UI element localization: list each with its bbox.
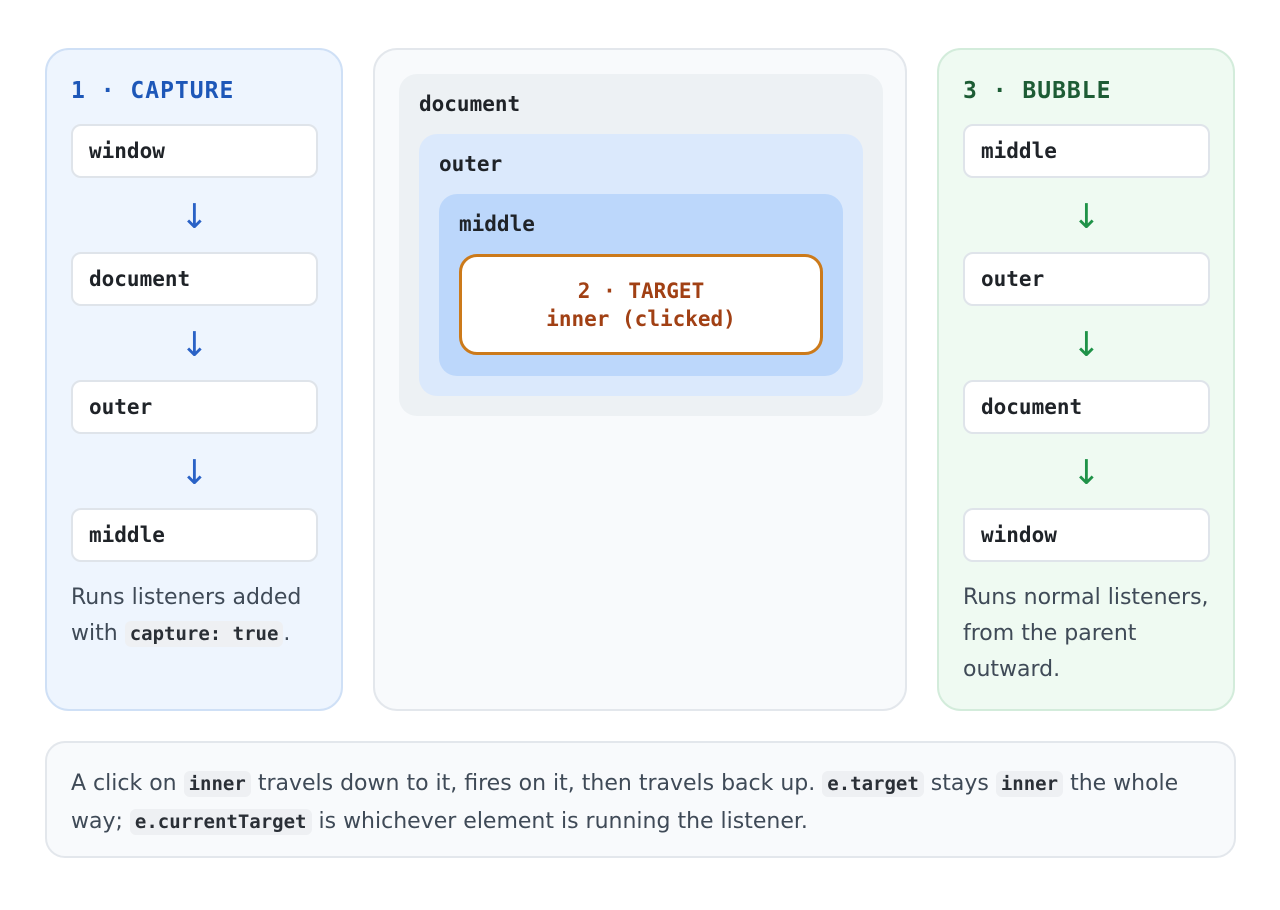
bubble-node-middle: middle	[963, 124, 1210, 178]
target-phase-panel: document outer middle 2 · TARGET inner (…	[373, 48, 907, 711]
bubble-node-document: document	[963, 380, 1210, 434]
explanation-footer: A click on inner travels down to it, fir…	[45, 741, 1236, 858]
capture-node-window: window	[71, 124, 318, 178]
outer-label: outer	[439, 152, 503, 176]
capture-node-outer: outer	[71, 380, 318, 434]
capture-option-code: capture: true	[124, 621, 284, 647]
down-arrow-icon: ↓	[180, 325, 209, 365]
outer-box: outer middle 2 · TARGET inner (clicked)	[419, 134, 863, 396]
footer-text: is whichever element is running the list…	[318, 809, 808, 834]
footer-code-inner: inner	[183, 771, 251, 797]
bubble-node-outer: outer	[963, 252, 1210, 306]
capture-note-end: .	[283, 621, 291, 646]
capture-node-middle: middle	[71, 508, 318, 562]
down-arrow-icon: ↓	[180, 453, 209, 493]
target-subtitle: inner (clicked)	[546, 306, 736, 331]
middle-label: middle	[459, 212, 535, 236]
document-box: document outer middle 2 · TARGET inner (…	[399, 74, 883, 416]
capture-phase-panel: 1 · CAPTURE window ↓ document ↓ outer ↓ …	[45, 48, 343, 711]
bubble-node-window: window	[963, 508, 1210, 562]
down-arrow-icon: ↓	[1072, 325, 1101, 365]
capture-node-document: document	[71, 252, 318, 306]
capture-note: Runs listeners added with capture: true.	[71, 580, 321, 652]
target-inner-box: 2 · TARGET inner (clicked)	[459, 254, 823, 355]
down-arrow-icon: ↓	[180, 197, 209, 237]
bubble-title: 3 · BUBBLE	[963, 78, 1112, 104]
down-arrow-icon: ↓	[1072, 453, 1101, 493]
footer-code-target: e.target	[822, 771, 924, 797]
footer-text: the whole way;	[71, 771, 1179, 834]
down-arrow-icon: ↓	[1072, 197, 1101, 237]
footer-text: stays	[930, 771, 989, 796]
footer-text: travels down to it, fires on it, then tr…	[257, 771, 816, 796]
target-title: 2 · TARGET	[577, 278, 705, 303]
footer-code-inner: inner	[995, 771, 1064, 797]
middle-box: middle 2 · TARGET inner (clicked)	[439, 194, 843, 376]
capture-title: 1 · CAPTURE	[71, 78, 235, 104]
footer-text: A click on	[71, 771, 177, 796]
bubble-note: Runs normal listeners, from the parent o…	[963, 585, 1209, 682]
capture-note-text: Runs listeners added with	[71, 585, 302, 646]
footer-code-current-target: e.currentTarget	[129, 809, 312, 835]
document-label: document	[419, 92, 521, 116]
bubble-phase-panel: 3 · BUBBLE middle ↓ outer ↓ document ↓ w…	[937, 48, 1235, 711]
